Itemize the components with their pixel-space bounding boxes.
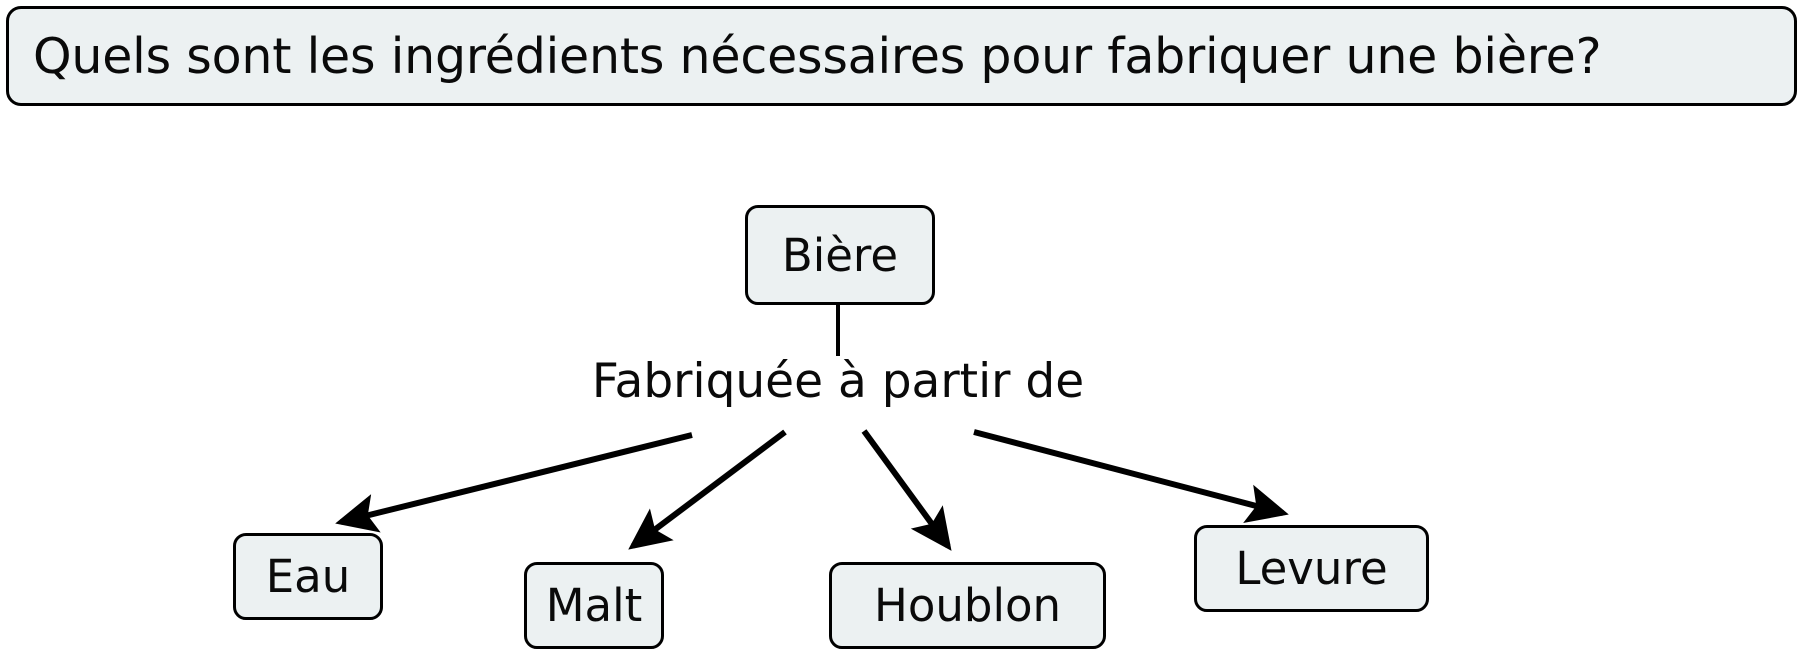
question-banner: Quels sont les ingrédients nécessaires p… [6,6,1797,106]
node-malt[interactable]: Malt [524,562,664,649]
node-eau-label: Eau [265,550,351,603]
node-eau[interactable]: Eau [233,533,383,620]
node-houblon[interactable]: Houblon [829,562,1106,649]
node-biere-label: Bière [781,228,899,282]
question-text: Quels sont les ingrédients nécessaires p… [33,27,1602,85]
edge-to-levure [973,429,1289,524]
edge-to-eau [335,432,693,533]
node-biere[interactable]: Bière [745,205,935,305]
node-levure[interactable]: Levure [1194,525,1429,612]
edge-to-malt [628,429,787,550]
node-houblon-label: Houblon [873,579,1061,632]
node-levure-label: Levure [1235,542,1388,595]
edge-to-houblon [861,429,952,551]
edge-label-fabriquee-a-partir-de: Fabriquée à partir de [591,354,1085,409]
node-malt-label: Malt [545,579,643,632]
